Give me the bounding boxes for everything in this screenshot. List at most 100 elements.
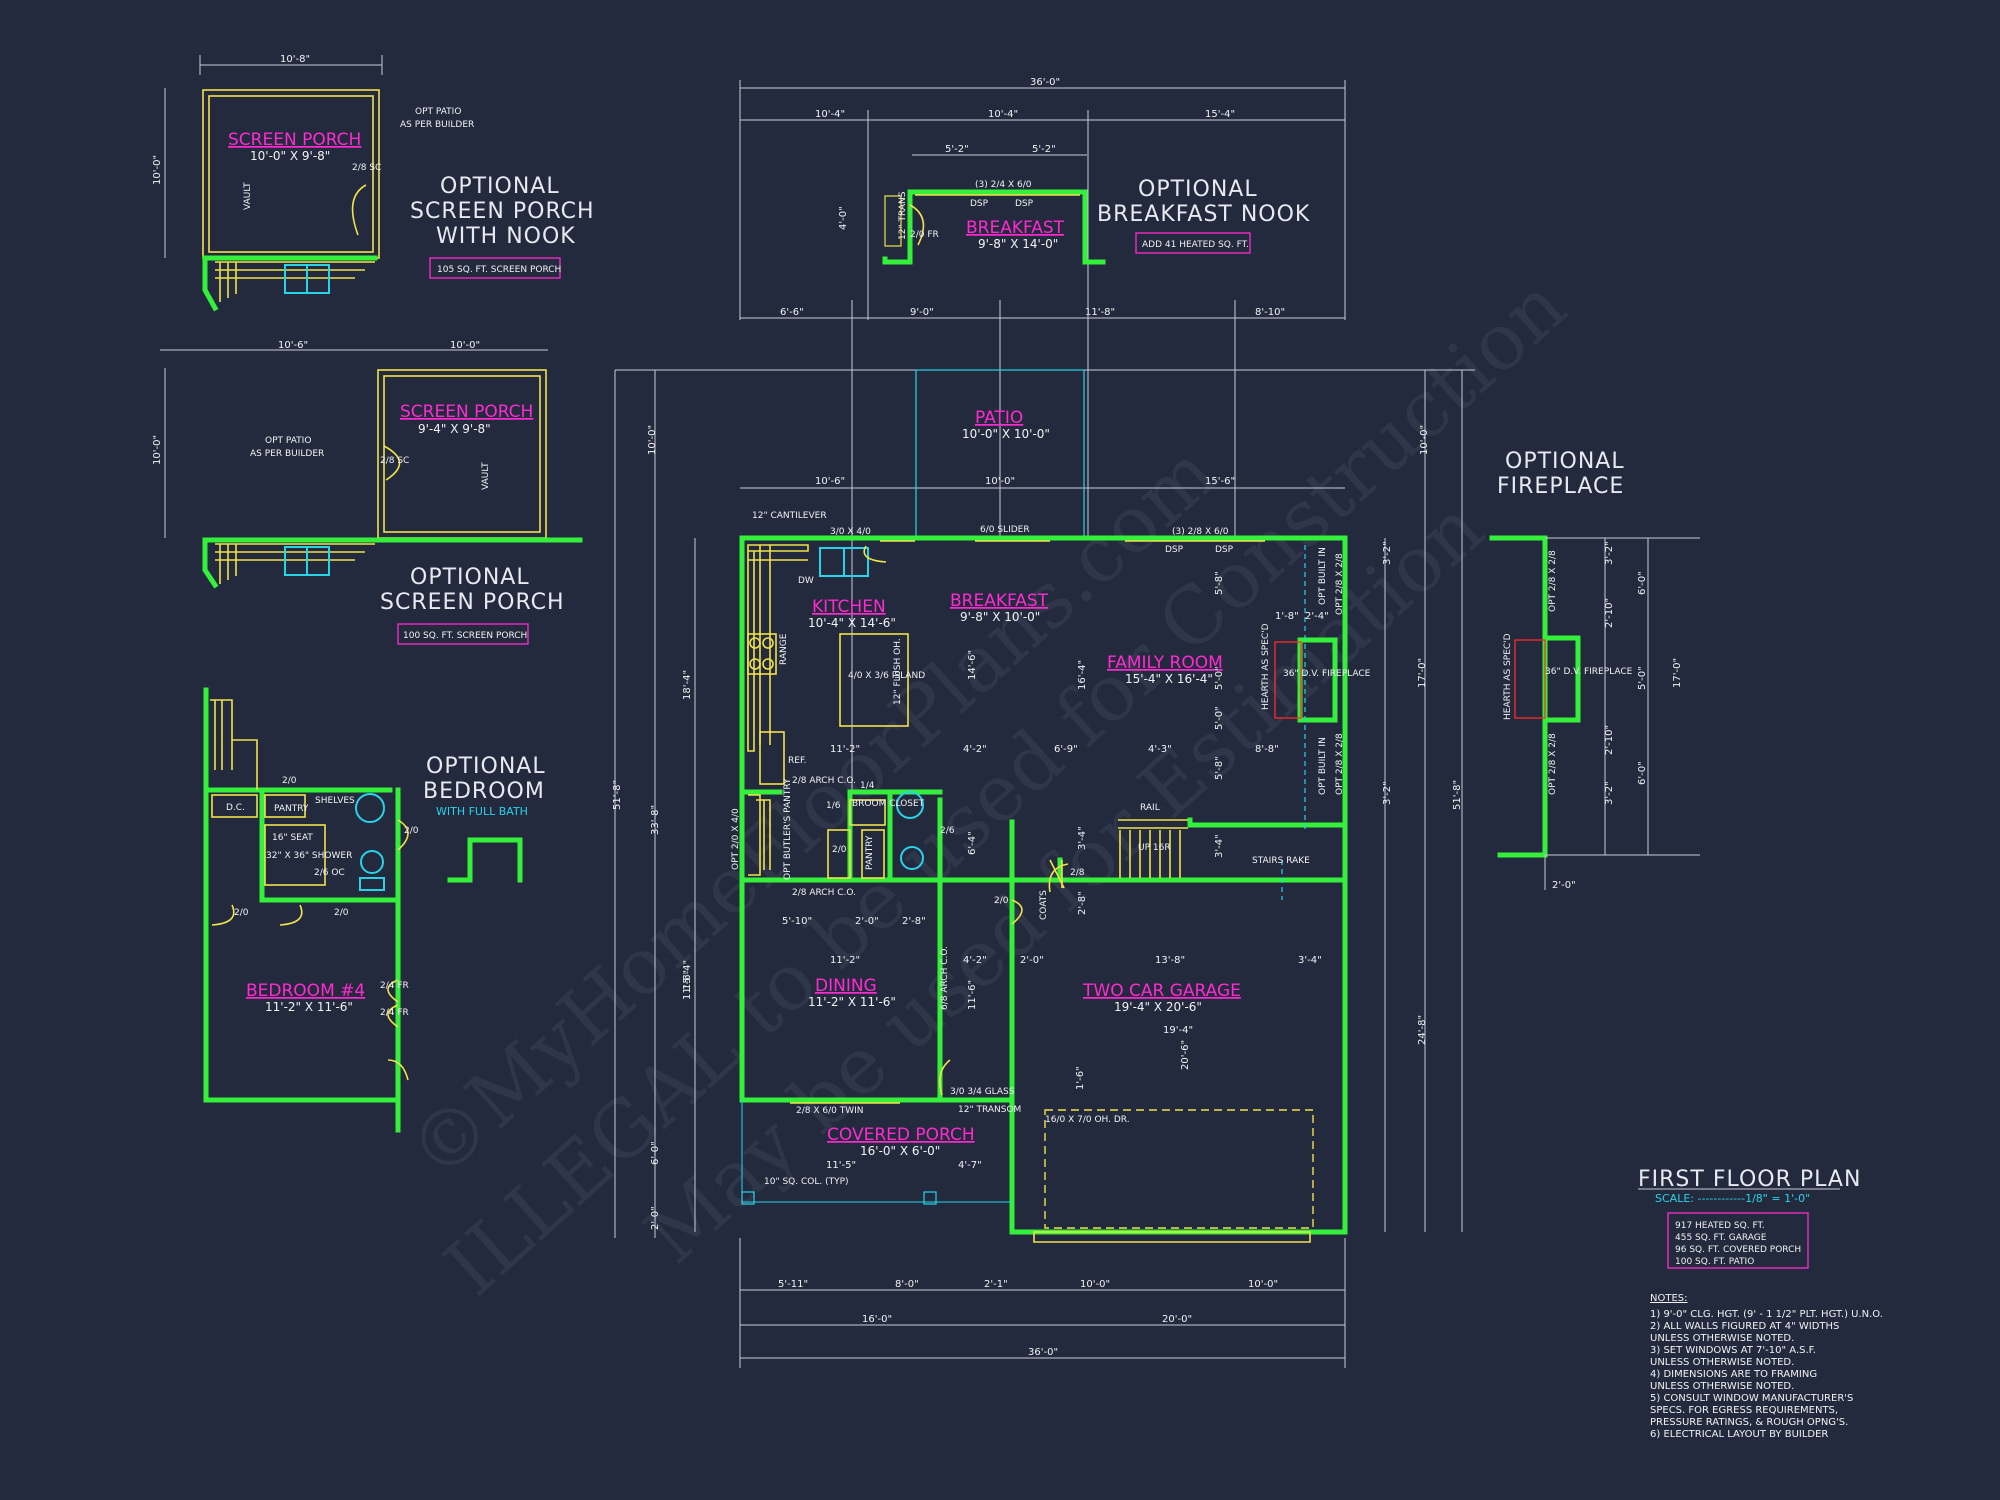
dim-top: 36'-0": [1030, 77, 1060, 88]
garage-size: 19'-4" X 20'-6": [1114, 1000, 1202, 1014]
title-line-1: OPTIONAL: [426, 754, 546, 779]
label-pantry: PANTRY: [865, 835, 875, 870]
note-11: 6) ELECTRICAL LAYOUT BY BUILDER: [1650, 1429, 1828, 1440]
area-3: 96 SQ. FT. COVERED PORCH: [1675, 1245, 1801, 1255]
label-d28: 2/8: [1070, 868, 1085, 878]
optional-breakfast-nook: 36'-0" 10'-4" 10'-4" 15'-4" 5'-2" 5'-2" …: [739, 77, 1346, 320]
title-line-2: SCREEN PORCH: [410, 199, 595, 224]
label-arch3: 6/8 ARCH C.O.: [940, 946, 950, 1010]
dim-inner-6: 5'-10": [782, 916, 812, 927]
room-title: BREAKFAST: [966, 218, 1065, 238]
dim-6: 6'-0": [1637, 761, 1648, 785]
label-builtin1: OPT BUILT IN: [1318, 547, 1328, 605]
dim-inner-2: 4'-2": [963, 744, 987, 755]
dim-side: 10'-0": [152, 155, 163, 185]
title-line-1: OPTIONAL: [410, 565, 530, 590]
label-shower: 32" X 36" SHOWER: [266, 851, 352, 861]
label-win5: OPT 2/0 X 4/0: [731, 808, 741, 870]
room-title: SCREEN PORCH: [228, 130, 361, 150]
optional-screen-porch-with-nook: 10'-8" 10'-0" SCREEN PORCH 10'-0" X 9'-8…: [152, 54, 595, 312]
dining-title: DINING: [815, 976, 877, 996]
dim-inner-10: 4'-2": [963, 955, 987, 966]
dim-top-4: 8'-10": [1255, 307, 1285, 318]
dim-top: 10'-8": [280, 54, 310, 65]
dim-inner-16: 11'-6": [967, 980, 978, 1010]
dim-patio-3: 15'-6": [1205, 476, 1235, 487]
dim-7: 3'-2": [1604, 781, 1615, 805]
dim-inner-32: 1'-6": [1075, 1066, 1086, 1090]
porch-size: 16'-0" X 6'-0": [860, 1144, 940, 1158]
title-line-2: FIREPLACE: [1497, 474, 1624, 499]
label-d5: 2/6 OC: [314, 868, 345, 878]
dim-inner-26: 2'-8": [1077, 891, 1088, 915]
label-arch1: 2/8 ARCH C.O.: [792, 776, 856, 786]
kitchen-title: KITCHEN: [812, 597, 886, 617]
label-dsp1: DSP: [1165, 545, 1184, 555]
dim-left-7: 2'-0": [650, 1206, 661, 1230]
label-transom: 12" TRANSOM: [958, 1105, 1021, 1115]
dim-right-2: 51'-8": [1452, 780, 1463, 810]
vault-label: VAULT: [481, 462, 491, 490]
room-size: 9'-4" X 9'-8": [418, 422, 491, 436]
dim-a: 10'-4": [815, 109, 845, 120]
label-fireplace: 36" D.V. FIREPLACE: [1545, 667, 1633, 677]
label-fr2: 2/4 FR: [380, 1008, 409, 1018]
dim-left-2: 51'-8": [612, 780, 623, 810]
kitchen-size: 10'-4" X 14'-6": [808, 616, 896, 630]
dim-1: 3'-2": [1604, 541, 1615, 565]
note-2: 2) ALL WALLS FIGURED AT 4" WIDTHS: [1650, 1321, 1839, 1332]
title-line-3: WITH NOOK: [436, 224, 576, 249]
label-dsp2: DSP: [1015, 199, 1034, 209]
porch-title: COVERED PORCH: [827, 1125, 975, 1145]
label-win: (3) 2/4 X 6/0: [975, 180, 1032, 190]
dim-inner-15: 11'-6": [682, 970, 693, 1000]
dim-inner-21: 5'-8": [1214, 571, 1225, 595]
dim-inner-17: 14'-6": [967, 650, 978, 680]
label-slider: 6/0 SLIDER: [980, 525, 1030, 535]
dim-inner-23: 5'-0": [1214, 666, 1225, 690]
label-d14: 1/4: [860, 781, 875, 791]
note-1: 1) 9'-0" CLG. HGT. (9' - 1 1/2" PLT. HGT…: [1650, 1309, 1883, 1320]
optional-fireplace: OPTIONAL FIREPLACE 36" D.V. FIREPLACE HE…: [1489, 449, 1700, 891]
area-2: 455 SQ. FT. GARAGE: [1675, 1233, 1767, 1243]
label-builtin2: OPT BUILT IN: [1318, 737, 1328, 795]
opt-patio-2: AS PER BUILDER: [250, 449, 324, 459]
dim-inner-18: 16'-4": [1077, 660, 1088, 690]
dim-2: 6'-0": [1637, 571, 1648, 595]
dim-right-5: 3'-2": [1382, 541, 1393, 565]
label-d20b: 2/0: [994, 896, 1009, 906]
label-garage-door: 16/0 X 7/0 OH. DR.: [1045, 1115, 1130, 1125]
opt-patio-1: OPT PATIO: [415, 107, 461, 117]
dim-inner-12: 13'-8": [1155, 955, 1185, 966]
dim-inner-8: 2'-8": [902, 916, 926, 927]
dim-left-5: 15'-4": [682, 960, 693, 990]
dim-left-1: 10'-0": [647, 425, 658, 455]
room-size: 9'-8" X 14'-0": [978, 237, 1058, 251]
area-box: 100 SQ. FT. SCREEN PORCH: [403, 631, 527, 641]
label-dc: D.C.: [226, 803, 245, 813]
dim-bottom1-3: 2'-1": [984, 1279, 1008, 1290]
label-win4: OPT 2/8 X 2/8: [1335, 733, 1345, 795]
label-win1: 3/0 X 4/0: [830, 527, 871, 537]
label-stairs: STAIRS RAKE: [1252, 856, 1310, 866]
dim-inner-19: 1'-8": [1275, 611, 1299, 622]
label-trans: 12" TRANS: [898, 191, 908, 240]
notes-title: NOTES:: [1650, 1293, 1688, 1304]
note-10: PRESSURE RATINGS, & ROUGH OPNG'S.: [1650, 1417, 1848, 1428]
dim-bottom2-1: 16'-0": [862, 1314, 892, 1325]
label-col: 10" SQ. COL. (TYP): [764, 1177, 849, 1187]
main-floor-plan: 6'-6" 9'-0" 11'-8" 8'-10" 10'-6" 10'-0" …: [612, 300, 1475, 1368]
patio-title: PATIO: [975, 408, 1023, 428]
subtitle: WITH FULL BATH: [436, 805, 528, 818]
note-3: UNLESS OTHERWISE NOTED.: [1650, 1333, 1794, 1344]
dim-right-3: 17'-0": [1417, 658, 1428, 688]
opt-patio-2: AS PER BUILDER: [400, 120, 474, 130]
room-size: 10'-0" X 9'-8": [250, 149, 330, 163]
dim-right-1: 10'-0": [1419, 425, 1430, 455]
dim-inner-13: 3'-4": [1298, 955, 1322, 966]
dim-5: 2'-10": [1604, 725, 1615, 755]
label-cantilever: 12" CANTILEVER: [752, 511, 827, 521]
door-label: 2/8 SC: [352, 163, 381, 173]
dim-top-2: 9'-0": [910, 307, 934, 318]
